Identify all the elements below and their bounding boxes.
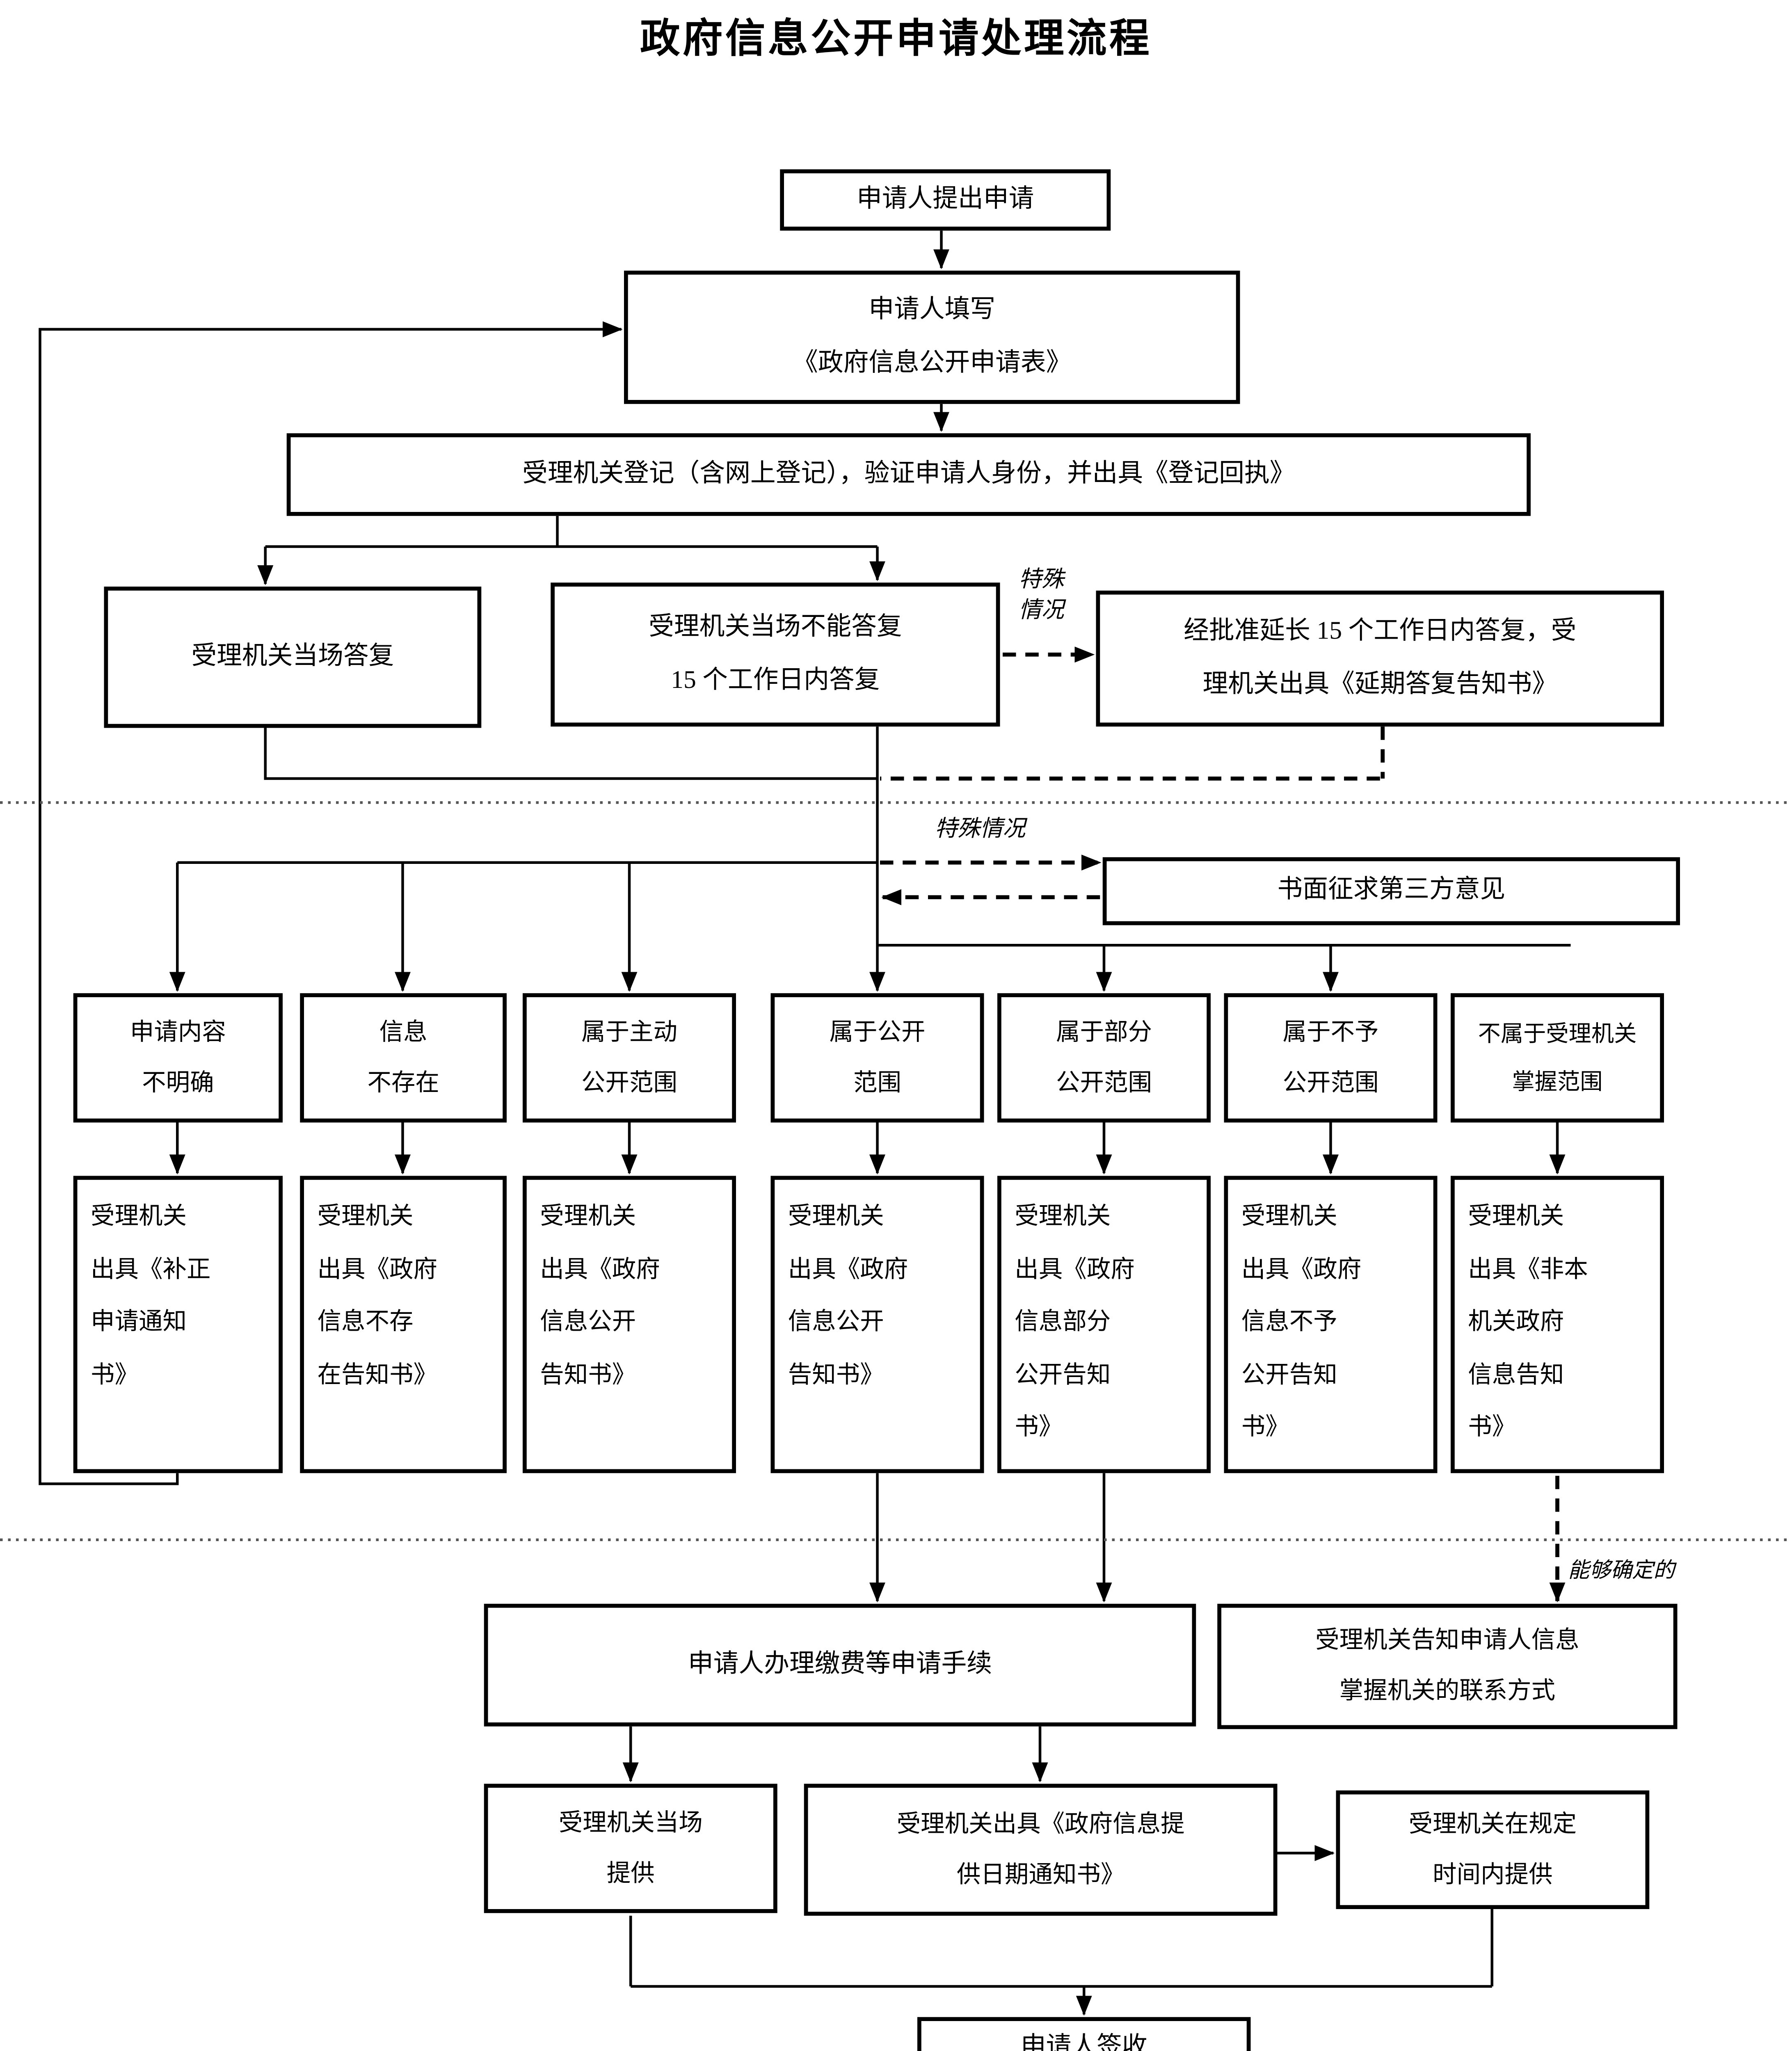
dashed-arrows bbox=[880, 646, 1566, 1603]
node-reply-within-15-days: 受理机关当场不能答复 15 个工作日内答复 bbox=[551, 582, 1000, 727]
node-reply-onsite: 受理机关当场答复 bbox=[104, 587, 482, 728]
node-register-verify: 受理机关登记（含网上登记），验证申请人身份，并出具《登记回执》 bbox=[286, 433, 1531, 516]
node-notice-provide-date: 受理机关出具《政府信息提 供日期通知书》 bbox=[804, 1784, 1278, 1916]
page-title: 政府信息公开申请处理流程 bbox=[640, 17, 1152, 62]
node-partial-open-scope: 属于部分 公开范围 bbox=[997, 993, 1211, 1123]
node-notice-partial-open: 受理机关 出具《政府 信息部分 公开告知 书》 bbox=[997, 1176, 1211, 1473]
node-proactive-disclosure-scope: 属于主动 公开范围 bbox=[523, 993, 736, 1123]
node-notice-not-exist: 受理机关 出具《政府 信息不存 在告知书》 bbox=[300, 1176, 507, 1473]
node-notice-not-open: 受理机关 出具《政府 信息不予 公开告知 书》 bbox=[1224, 1176, 1438, 1473]
solid-arrows bbox=[39, 231, 1566, 2016]
node-notice-other-agency: 受理机关 出具《非本 机关政府 信息告知 书》 bbox=[1451, 1176, 1664, 1473]
node-not-held-by-agency: 不属于受理机关 掌握范围 bbox=[1451, 993, 1664, 1123]
node-fill-application-form: 申请人填写 《政府信息公开申请表》 bbox=[624, 270, 1240, 404]
node-notice-proactive-open: 受理机关 出具《政府 信息公开 告知书》 bbox=[523, 1176, 736, 1473]
node-not-open-scope: 属于不予 公开范围 bbox=[1224, 993, 1438, 1123]
node-notice-open: 受理机关 出具《政府 信息公开 告知书》 bbox=[770, 1176, 984, 1473]
node-sign-receipt: 申请人签收 bbox=[917, 2017, 1251, 2051]
node-provide-in-time: 受理机关在规定 时间内提供 bbox=[1336, 1790, 1650, 1909]
node-pay-fees: 申请人办理缴费等申请手续 bbox=[484, 1603, 1196, 1727]
node-extend-15-days: 经批准延长 15 个工作日内答复，受 理机关出具《延期答复告知书》 bbox=[1096, 590, 1664, 727]
node-submit-application: 申请人提出申请 bbox=[780, 169, 1111, 231]
node-inform-contact-info: 受理机关告知申请人信息 掌握机关的联系方式 bbox=[1217, 1603, 1678, 1729]
node-notice-correction: 受理机关 出具《补正 申请通知 书》 bbox=[73, 1176, 283, 1473]
solid-lines bbox=[177, 516, 1571, 1988]
node-content-unclear: 申请内容 不明确 bbox=[73, 993, 283, 1123]
label-special-case-1: 特殊 情况 bbox=[1019, 566, 1064, 623]
node-third-party-opinion: 书面征求第三方意见 bbox=[1102, 857, 1680, 925]
label-can-confirm: 能够确定的 bbox=[1568, 1560, 1675, 1583]
label-special-case-2: 特殊情况 bbox=[935, 816, 1026, 841]
node-info-not-exist: 信息 不存在 bbox=[300, 993, 507, 1123]
node-provide-onsite: 受理机关当场 提供 bbox=[484, 1784, 777, 1913]
node-open-scope: 属于公开 范围 bbox=[770, 993, 984, 1123]
